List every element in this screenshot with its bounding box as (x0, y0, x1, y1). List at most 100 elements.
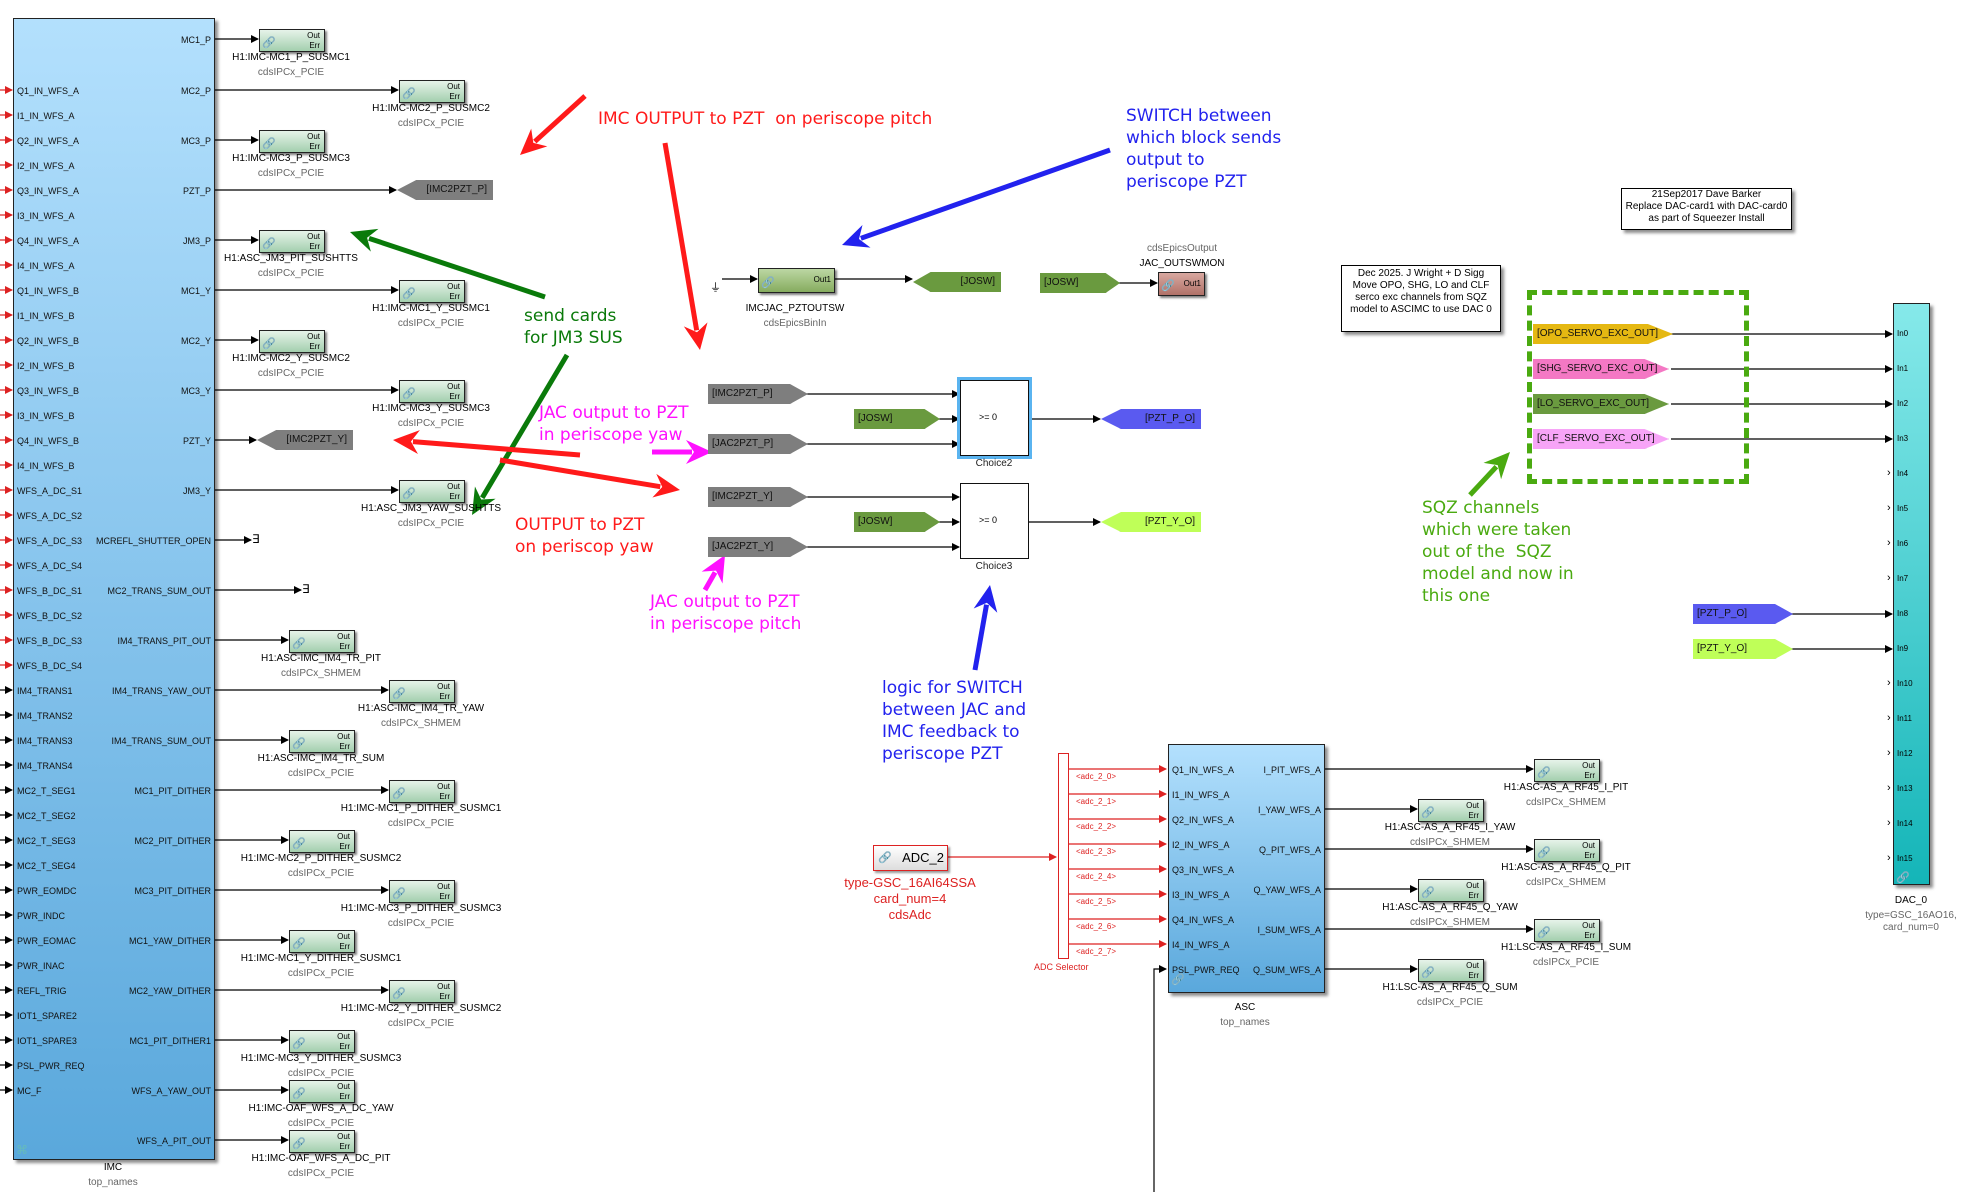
jac-outswmon-block[interactable]: 🔗 Out1 (1158, 272, 1205, 296)
ipc-type: cdsIPCx_PCIE (387, 918, 455, 929)
link-icon: 🔗 (292, 838, 306, 850)
from-josw-tag[interactable]: [JOSW] (854, 512, 940, 532)
ipc-channel-name: H1:IMC-OAF_WFS_A_DC_YAW (248, 1103, 394, 1114)
err-port-label: Err (339, 942, 350, 951)
ipc-channel-name: H1:IMC-MC3_P_SUSMC3 (232, 153, 350, 164)
from-jac2pzt-tag[interactable]: [JAC2PZT_P] (708, 434, 808, 454)
ipc-sender-block[interactable]: 🔗 Out Err (399, 480, 465, 503)
adc-signal-label: <adc_2_5> (1076, 897, 1117, 906)
imc-output-port: MC2_TRANS_SUM_OUT (107, 586, 211, 596)
imc-input-port: MC_F (17, 1086, 42, 1096)
imc-input-port: I1_IN_WFS_A (17, 111, 75, 121)
from-imc2pzt-tag[interactable]: [IMC2PZT_P] (708, 384, 808, 404)
ipc-channel-name: H1:IMC-MC3_P_DITHER_SUSMC3 (340, 903, 502, 914)
adc-signal-label: <adc_2_4> (1076, 872, 1117, 881)
imc-output-port: IM4_TRANS_SUM_OUT (111, 736, 211, 746)
ipc-sender-block[interactable]: 🔗 Out Err (389, 980, 455, 1003)
imc-input-port: I3_IN_WFS_B (17, 411, 75, 421)
adc-signal-label: <adc_2_7> (1076, 947, 1117, 956)
dac-name: DAC_0 (1894, 895, 1928, 906)
ipc-sender-block[interactable]: 🔗 Out Err (1418, 799, 1484, 822)
from-pzt-out-tag[interactable]: [PZT_P_O] (1693, 604, 1793, 624)
ipc-type: cdsIPCx_PCIE (287, 1068, 355, 1079)
ipc-sender-block[interactable]: 🔗 Out Err (289, 1030, 355, 1053)
ipc-sender-block[interactable]: 🔗 Out Err (289, 1130, 355, 1153)
imc-input-port: Q3_IN_WFS_B (17, 386, 80, 396)
err-port-label: Err (1468, 971, 1479, 980)
ipc-sender-block[interactable]: 🔗 Out Err (1534, 759, 1600, 782)
ipc-type: cdsIPCx_PCIE (397, 518, 465, 529)
link-icon: 🔗 (262, 37, 276, 49)
ipc-sender-block[interactable]: 🔗 Out Err (1534, 839, 1600, 862)
link-icon: 🔗 (292, 1038, 306, 1050)
adc-selector-block[interactable] (1058, 753, 1069, 959)
from-pzt-out-tag[interactable]: [PZT_Y_O] (1693, 639, 1793, 659)
ipc-sender-block[interactable]: 🔗 Out Err (1418, 879, 1484, 902)
ipc-sender-block[interactable]: 🔗 Out Err (399, 280, 465, 303)
ipc-sender-block[interactable]: 🔗 Out Err (1534, 919, 1600, 942)
ipc-channel-name: H1:IMC-MC2_P_SUSMC2 (372, 103, 490, 114)
goto-pzt-out-tag[interactable]: [PZT_Y_O] (1101, 512, 1201, 532)
from-imc2pzt-tag[interactable]: [IMC2PZT_Y] (708, 487, 808, 507)
ipc-type: cdsIPCx_SHMEM (1525, 797, 1607, 808)
ipc-sender-block[interactable]: 🔗 Out Err (259, 230, 325, 253)
from-josw-tag[interactable]: [JOSW] (1040, 273, 1120, 293)
err-port-label: Err (339, 842, 350, 851)
dac-input-port: In9 (1897, 644, 1909, 653)
from-sqz-servo-tag[interactable]: [OPO_SERVO_EXC_OUT] (1533, 324, 1673, 344)
ipc-channel-name: H1:ASC-IMC_IM4_TR_PIT (260, 653, 382, 664)
ipc-sender-block[interactable]: 🔗 Out Err (259, 29, 325, 52)
imc-output-port: JM3_P (182, 236, 211, 246)
from-sqz-servo-tag[interactable]: [LO_SERVO_EXC_OUT] (1533, 394, 1669, 414)
imc-input-port: WFS_B_DC_S3 (17, 636, 83, 646)
imcjac-pztoutsw-block[interactable]: 🔗 Out1 (758, 268, 835, 293)
ipc-sender-block[interactable]: 🔗 Out Err (289, 730, 355, 753)
ipc-sender-block[interactable]: 🔗 Out Err (259, 330, 325, 353)
ipc-sender-block[interactable]: 🔗 Out Err (399, 80, 465, 103)
err-port-label: Err (309, 342, 320, 351)
asc-input-port: PSL_PWR_REQ (1172, 965, 1240, 975)
jac-outswmon-name: JAC_OUTSWMON (1139, 258, 1225, 269)
ipc-sender-block[interactable]: 🔗 Out Err (289, 1080, 355, 1103)
imc-output-port: MCREFL_SHUTTER_OPEN (95, 536, 211, 546)
switch-block[interactable]: >= 0 (957, 377, 1032, 459)
switch-block[interactable]: >= 0 (960, 483, 1029, 559)
ipc-type: cdsIPCx_PCIE (397, 118, 465, 129)
ipc-type: cdsIPCx_SHMEM (380, 718, 462, 729)
out-port-label: Out (437, 682, 450, 691)
dac-input-port: In11 (1897, 714, 1912, 723)
asc-input-port: Q4_IN_WFS_A (1172, 915, 1235, 925)
imc-input-port: I3_IN_WFS_A (17, 211, 75, 221)
goto-imc2pzt-tag[interactable]: [IMC2PZT_P] (397, 180, 493, 200)
ipc-sender-block[interactable]: 🔗 Out Err (1418, 959, 1484, 982)
ipc-sender-block[interactable]: 🔗 Out Err (259, 130, 325, 153)
ipc-sender-block[interactable]: 🔗 Out Err (389, 680, 455, 703)
from-josw-tag[interactable]: [JOSW] (854, 409, 940, 429)
dac-0-block[interactable] (1893, 303, 1930, 885)
ipc-type: cdsIPCx_PCIE (1416, 997, 1484, 1008)
ipc-channel-name: H1:IMC-MC1_P_DITHER_SUSMC1 (340, 803, 502, 814)
imc-input-port: IM4_TRANS2 (17, 711, 73, 721)
ipc-sender-block[interactable]: 🔗 Out Err (389, 880, 455, 903)
ipc-sender-block[interactable]: 🔗 Out Err (289, 830, 355, 853)
ipc-type: cdsIPCx_PCIE (257, 368, 325, 379)
goto-pzt-out-tag[interactable]: [PZT_P_O] (1101, 409, 1201, 429)
annotation-arrow-imc-pitch (520, 94, 587, 155)
ipc-sender-block[interactable]: 🔗 Out Err (399, 380, 465, 403)
from-jac2pzt-tag[interactable]: [JAC2PZT_Y] (708, 537, 808, 557)
from-sqz-servo-tag[interactable]: [SHG_SERVO_EXC_OUT] (1533, 359, 1669, 379)
ipc-sender-block[interactable]: 🔗 Out Err (289, 630, 355, 653)
ipc-sender-block[interactable]: 🔗 Out Err (289, 930, 355, 953)
goto-imc2pzt-tag[interactable]: [IMC2PZT_Y] (257, 430, 353, 450)
imc-input-port: WFS_A_DC_S4 (17, 561, 83, 571)
annotation-sqz-channels: SQZ channels which were taken out of the… (1422, 498, 1574, 606)
link-icon: 🔗 (262, 238, 276, 250)
goto-josw-tag[interactable]: [JOSW] (913, 272, 1001, 292)
imc-input-port: Q4_IN_WFS_A (17, 236, 80, 246)
adc-2-block[interactable]: 🔗 ADC_2 (873, 845, 948, 871)
imc-output-port: MC2_YAW_DITHER (128, 986, 211, 996)
from-sqz-servo-tag[interactable]: [CLF_SERVO_EXC_OUT] (1533, 429, 1669, 449)
ipc-sender-block[interactable]: 🔗 Out Err (389, 780, 455, 803)
